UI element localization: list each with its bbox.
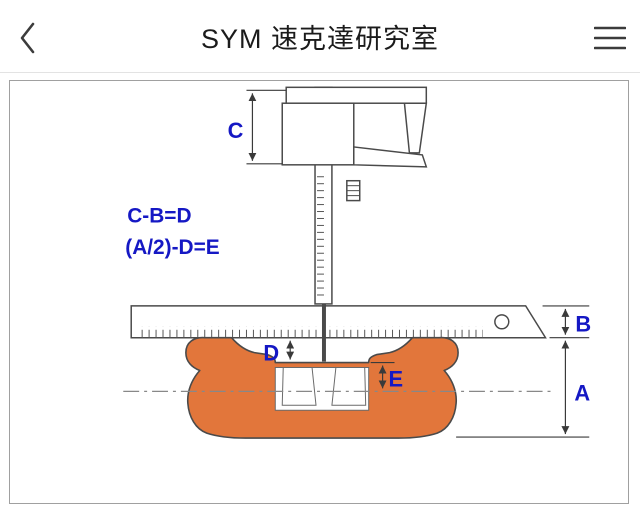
caliper-head (285, 86, 428, 104)
rim-rib-right (331, 367, 367, 406)
steel-ruler (130, 305, 547, 339)
diagram-panel: C C-B=D (A/2)-D=E B A D E (9, 80, 629, 504)
page-title: SYM 速克達研究室 (200, 23, 439, 54)
caliper-movable-jaw (353, 146, 428, 168)
caliper-scale-ticks (317, 173, 326, 300)
ruler-hole (494, 314, 510, 330)
rim-rib-left (281, 367, 317, 406)
dimension-b (542, 305, 590, 339)
caliper-depth-rod (321, 303, 326, 362)
back-chevron-icon (20, 22, 35, 54)
formula-line-1: C-B=D (127, 204, 191, 227)
menu-button[interactable] (590, 18, 630, 58)
label-e: E (389, 366, 404, 391)
formula-line-2: (A/2)-D=E (125, 236, 220, 259)
back-button[interactable] (8, 18, 48, 58)
label-b: B (575, 312, 591, 337)
label-d: D (263, 341, 279, 366)
label-a: A (574, 380, 590, 405)
ruler-ticks (139, 326, 483, 338)
measurement-diagram: C C-B=D (A/2)-D=E B A D E (123, 86, 591, 439)
dimension-a (456, 340, 590, 438)
dimension-e (370, 361, 395, 389)
vernier-caliper (281, 86, 428, 305)
caliper-fixed-jaw (403, 102, 428, 154)
hamburger-icon (594, 26, 626, 50)
label-c: C (228, 118, 244, 143)
dimension-c (246, 89, 287, 165)
caliper-slider (281, 102, 355, 166)
app-header: SYM 速克達研究室 (0, 0, 640, 73)
